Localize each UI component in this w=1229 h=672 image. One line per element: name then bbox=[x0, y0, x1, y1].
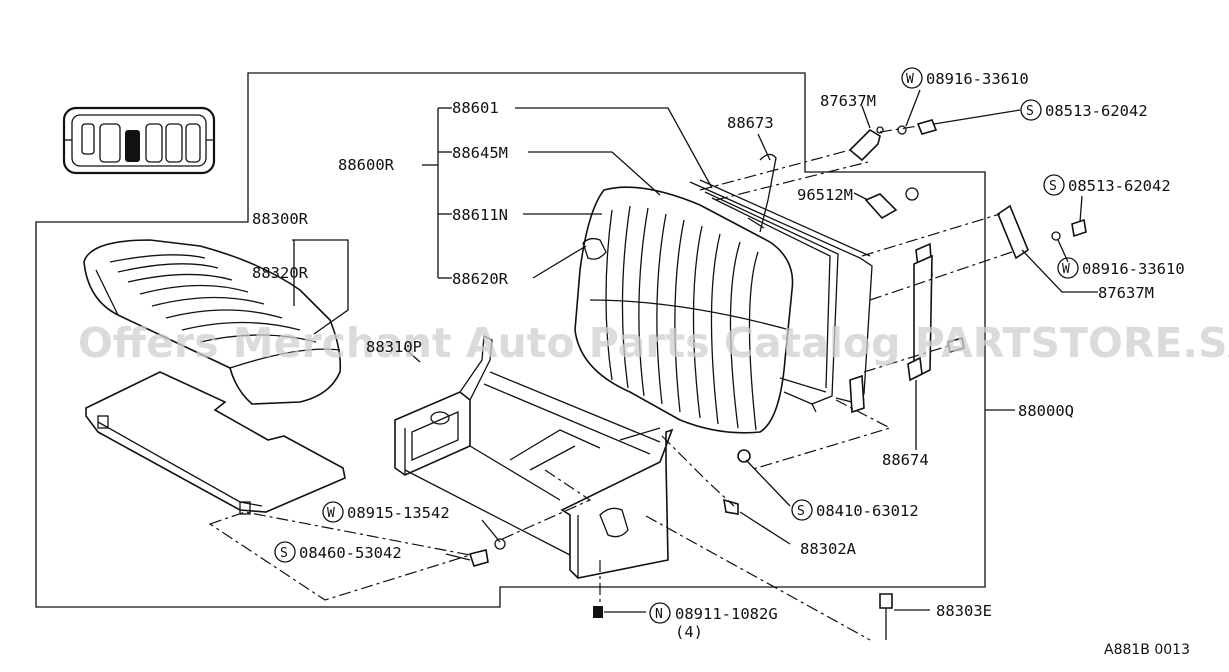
label-88000q: 88000Q bbox=[1018, 402, 1074, 420]
label-88601: 88601 bbox=[452, 99, 499, 117]
label-88674: 88674 bbox=[882, 451, 929, 469]
w-prefix-08915: W bbox=[327, 506, 335, 521]
n-nut-symbol bbox=[649, 602, 671, 624]
label-88620r: 88620R bbox=[452, 270, 509, 288]
watermark-text: Offers Merchant Auto Parts Catalog PARTS… bbox=[78, 319, 1229, 367]
s-screw-symbol-08410 bbox=[791, 499, 813, 521]
s-screw-symbol-right bbox=[1043, 174, 1065, 196]
w-washer-symbol-right bbox=[1057, 257, 1079, 279]
w-prefix-right: W bbox=[1062, 262, 1070, 277]
label-08513-62042-right: 08513-62042 bbox=[1068, 177, 1171, 195]
s-prefix-right: S bbox=[1049, 179, 1057, 194]
vehicle-location-icon bbox=[62, 106, 216, 175]
label-88303e: 88303E bbox=[936, 602, 992, 620]
dashed-assembly-lines bbox=[208, 125, 1013, 641]
label-88611n: 88611N bbox=[452, 206, 508, 224]
label-08915-13542: 08915-13542 bbox=[347, 504, 450, 522]
label-87637m-top: 87637M bbox=[820, 92, 876, 110]
seat-cushion-drawing bbox=[83, 239, 342, 405]
label-08916-33610-right: 08916-33610 bbox=[1082, 260, 1185, 278]
label-88320r: 88320R bbox=[252, 264, 309, 282]
s-prefix-08460: S bbox=[280, 546, 288, 561]
label-88673: 88673 bbox=[727, 114, 774, 132]
w-washer-symbol-08915 bbox=[322, 501, 344, 523]
w-washer-symbol-top bbox=[901, 67, 923, 89]
assembly-frame-outline bbox=[35, 72, 986, 608]
s-prefix-top: S bbox=[1026, 104, 1034, 119]
label-88600r: 88600R bbox=[338, 156, 395, 174]
diagram-reference-code: A881B 0013 bbox=[1104, 642, 1190, 658]
label-08911-1082g: 08911-1082G bbox=[675, 605, 778, 623]
label-88302a: 88302A bbox=[800, 540, 857, 558]
s-screw-symbol-08460 bbox=[274, 541, 296, 563]
s-prefix-08410: S bbox=[797, 504, 805, 519]
label-quantity-4: (4) bbox=[675, 623, 703, 641]
label-87637m-right: 87637M bbox=[1098, 284, 1154, 302]
label-08460-53042: 08460-53042 bbox=[299, 544, 402, 562]
label-88310p: 88310P bbox=[366, 338, 422, 356]
n-prefix: N bbox=[655, 607, 663, 622]
label-96512m: 96512M bbox=[797, 186, 853, 204]
label-08513-62042-top: 08513-62042 bbox=[1045, 102, 1148, 120]
label-88300r: 88300R bbox=[252, 210, 309, 228]
w-prefix-top: W bbox=[906, 72, 914, 87]
s-screw-symbol-top bbox=[1020, 99, 1042, 121]
label-08916-33610-top: 08916-33610 bbox=[926, 70, 1029, 88]
label-88645m: 88645M bbox=[452, 144, 508, 162]
seat-back-frame-drawing bbox=[689, 153, 873, 413]
hardware-drawing bbox=[468, 119, 1087, 640]
side-trim-drawing bbox=[849, 242, 933, 414]
seat-frame-drawing bbox=[394, 334, 674, 579]
seat-back-drawing bbox=[574, 186, 794, 434]
leader-lines bbox=[292, 89, 1098, 613]
seat-board-drawing bbox=[85, 371, 346, 515]
label-08410-63012: 08410-63012 bbox=[816, 502, 919, 520]
